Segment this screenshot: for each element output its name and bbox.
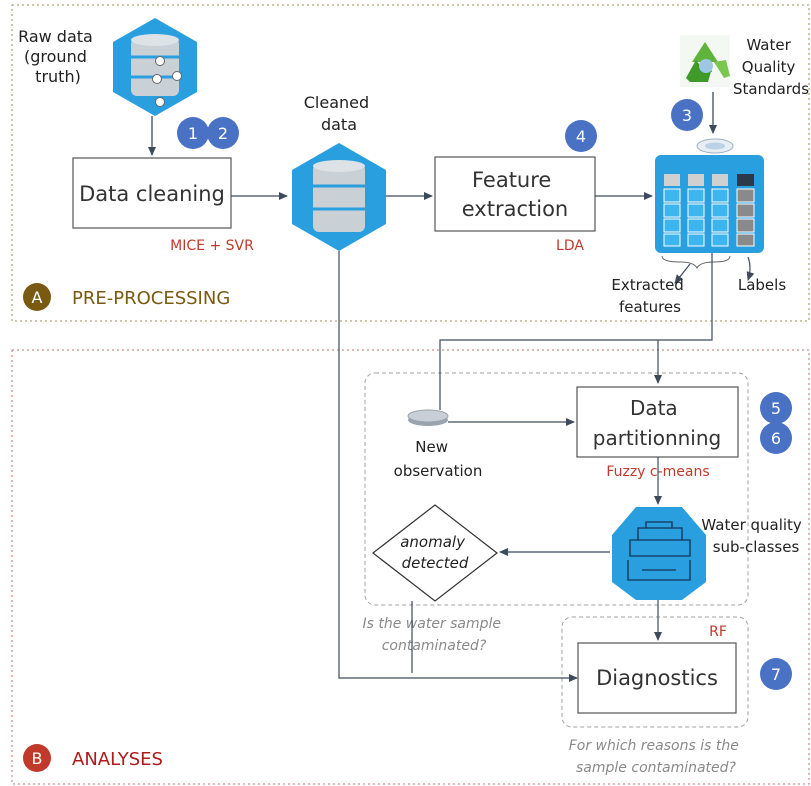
raw-data-label: Raw data (ground truth): [18, 27, 98, 86]
sub-classes-label: Water quality sub-classes: [701, 516, 806, 556]
svg-text:3: 3: [682, 106, 692, 125]
svg-text:1: 1: [188, 124, 198, 143]
partition-group: [364, 372, 749, 606]
data-partitioning-box: [576, 386, 739, 458]
step-5-badge: 5: [760, 392, 792, 424]
extracted-features-label: Extracted features: [611, 276, 688, 316]
new-observation-disc: [407, 409, 449, 426]
diagnostics-method: RF: [709, 624, 727, 640]
svg-text:A: A: [32, 288, 43, 307]
svg-text:6: 6: [771, 429, 781, 448]
section-a-title: PRE-PROCESSING: [72, 288, 230, 309]
step-7-badge: 7: [760, 658, 792, 690]
step-3-badge: 3: [671, 99, 703, 131]
feature-table-icon: [655, 138, 764, 253]
analyses-frame: [11, 349, 810, 785]
feature-extraction-box: [434, 156, 596, 232]
section-a-badge: [23, 283, 51, 311]
water-quality-standards-label: Water Quality Standards: [733, 36, 809, 98]
step-1-badge: 1: [177, 117, 209, 149]
svg-text:B: B: [32, 749, 43, 768]
section-b-badge: [23, 744, 51, 772]
reasons-question: For which reasons is the sample contamin…: [569, 738, 744, 776]
step-4-badge: 4: [565, 120, 597, 152]
section-b-title: ANALYSES: [72, 749, 163, 770]
extraction-method: LDA: [556, 238, 584, 254]
svg-text:7: 7: [771, 665, 781, 684]
svg-text:5: 5: [771, 399, 781, 418]
raw-data-icon: [113, 18, 197, 116]
recycle-icon: [680, 35, 730, 87]
svg-text:2: 2: [218, 124, 228, 143]
diagnostics-box: [577, 642, 737, 714]
data-cleaning-box: [72, 157, 232, 229]
preprocessing-frame: [11, 4, 810, 322]
diagnostics-label: Diagnostics: [596, 666, 718, 690]
anomaly-label: anomaly detected: [400, 533, 470, 572]
data-cleaning-label: Data cleaning: [79, 182, 225, 206]
contaminated-question: Is the water sample contaminated?: [363, 616, 506, 654]
new-observation-label: New observation: [394, 438, 483, 480]
step-2-badge: 2: [207, 117, 239, 149]
feature-extraction-label: Feature extraction: [462, 168, 569, 221]
anomaly-diamond: [372, 504, 498, 602]
labels-label: Labels: [738, 276, 786, 294]
data-partitioning-label: Data partitionning: [593, 396, 722, 450]
diagnostics-group: [561, 616, 749, 728]
sub-classes-icon: [612, 507, 706, 600]
svg-text:4: 4: [576, 127, 586, 146]
step-6-badge: 6: [760, 422, 792, 454]
cleaning-method: MICE + SVR: [170, 238, 254, 254]
cleaned-data-label: Cleaned data: [304, 93, 375, 134]
cleaned-data-icon: [292, 143, 386, 251]
